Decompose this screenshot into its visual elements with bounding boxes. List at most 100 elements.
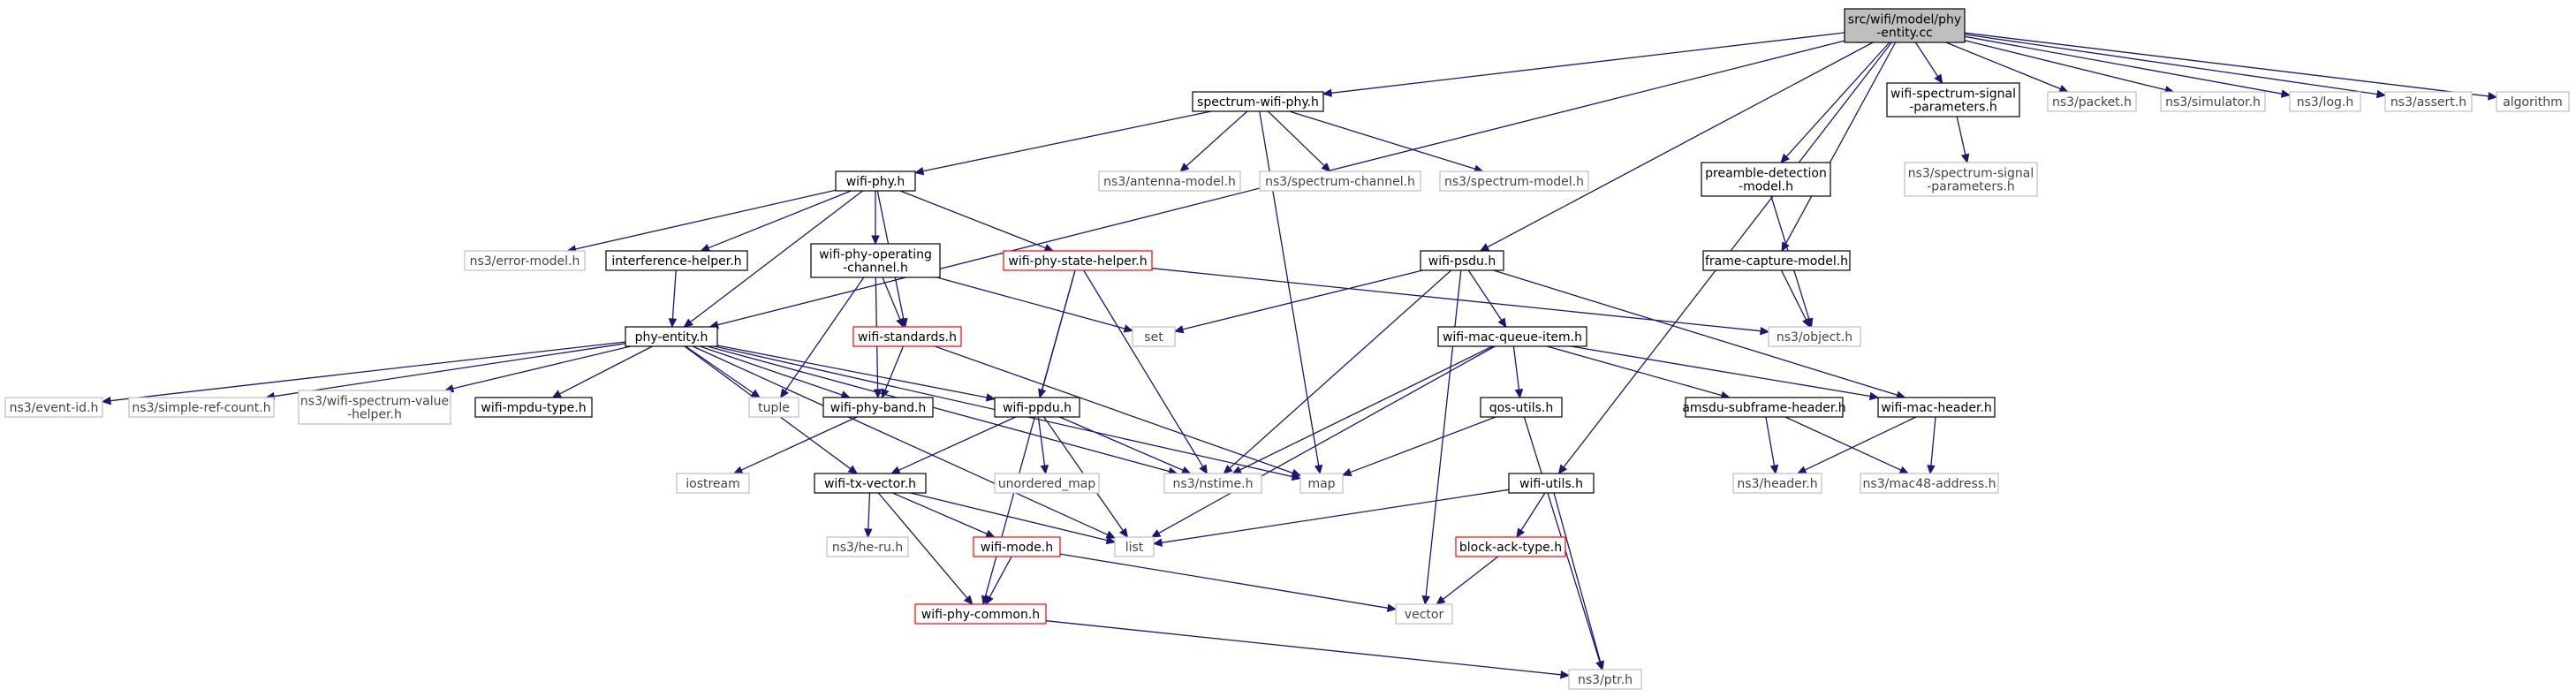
node-interference-helper[interactable]: interference-helper.h (605, 250, 748, 271)
arrowhead-wifi-ppdu-to-list (1118, 527, 1128, 539)
arrowhead-root-to-wifi-psdu (1479, 243, 1490, 252)
arrowhead-wifi-utils-to-ptr (1595, 660, 1605, 671)
node-qos-utils[interactable]: qos-utils.h (1480, 397, 1563, 418)
node-spectrum-channel: ns3/spectrum-channel.h (1259, 170, 1421, 192)
node-wifi-mode[interactable]: wifi-mode.h (973, 536, 1061, 557)
edge-wifi-utils-to-block-ack-type (1520, 492, 1546, 531)
node-spectrum-wifi-phy[interactable]: spectrum-wifi-phy.h (1192, 91, 1324, 112)
edge-wifi-phy-to-phy-entity (690, 190, 863, 323)
node-box-object (1768, 326, 1861, 347)
node-wifi-phy-operating-channel[interactable]: wifi-phy-operating-channel.h (810, 243, 941, 278)
node-wifi-ppdu[interactable]: wifi-ppdu.h (994, 397, 1080, 418)
arrowhead-wifi-phy-to-wifi-phy-state-helper (1043, 244, 1055, 252)
node-box-frame-capture-model (1702, 250, 1851, 271)
node-root[interactable]: src/wifi/model/phy-entity.cc (1844, 8, 1966, 43)
node-label-iostream: iostream (686, 477, 740, 491)
node-event-id: ns3/event-id.h (4, 397, 103, 418)
edge-wifi-mode-to-wifi-phy-common (989, 556, 1012, 598)
node-preamble-detection-model[interactable]: preamble-detection-model.h (1701, 162, 1831, 197)
node-wifi-utils[interactable]: wifi-utils.h (1508, 473, 1595, 494)
edge-wifi-psdu-to-nstime (1229, 269, 1452, 469)
edge-wifi-psdu-to-vector (1425, 269, 1462, 597)
arrowhead-wifi-tx-vector-to-he-ru (864, 528, 873, 539)
node-label-wifi-tx-vector: wifi-tx-vector.h (824, 477, 916, 491)
node-box-wifi-mpdu-type (474, 397, 593, 418)
edge-phy-entity-to-nstime (707, 345, 1170, 473)
node-box-iostream (676, 473, 750, 494)
node-label-object: ns3/object.h (1777, 330, 1852, 345)
node-label-error-model: ns3/error-model.h (470, 254, 580, 269)
node-label-wifi-spectrum-signal-parameters: wifi-spectrum-signal (1890, 87, 2016, 102)
node-assert: ns3/assert.h (2384, 91, 2473, 112)
node-label-header: ns3/header.h (1737, 477, 1817, 491)
node-box-packet (2047, 91, 2137, 112)
node-wifi-phy-band[interactable]: wifi-phy-band.h (822, 397, 934, 418)
arrowhead-root-to-spectrum-wifi-phy (1322, 88, 1332, 97)
node-frame-capture-model[interactable]: frame-capture-model.h (1702, 250, 1851, 271)
arrowhead-wifi-standards-to-map (1291, 468, 1302, 477)
node-wifi-tx-vector[interactable]: wifi-tx-vector.h (814, 473, 927, 494)
arrowhead-wifi-phy-to-phy-entity (683, 318, 693, 328)
node-label-tuple: tuple (758, 401, 790, 415)
node-box-phy-entity (625, 326, 718, 347)
edge-phy-entity-to-tuple (685, 345, 754, 394)
node-wifi-psdu[interactable]: wifi-psdu.h (1420, 250, 1504, 271)
node-wifi-phy-common[interactable]: wifi-phy-common.h (914, 603, 1047, 625)
arrowhead-wifi-spectrum-signal-parameters-to-ns3-spectrum-signal-parameters (1961, 153, 1970, 164)
arrowhead-wifi-ppdu-to-wifi-tx-vector (890, 466, 901, 474)
node-label-assert: ns3/assert.h (2390, 95, 2466, 110)
edge-root-to-wifi-spectrum-signal-parameters (1914, 42, 1939, 77)
node-box-wifi-psdu (1420, 250, 1504, 271)
node-label-root: src/wifi/model/phy (1848, 13, 1961, 27)
arrowhead-root-to-log (2280, 89, 2292, 98)
arrowhead-wifi-phy-common-to-ptr (1560, 670, 1571, 679)
node-wifi-mac-queue-item[interactable]: wifi-mac-queue-item.h (1437, 326, 1587, 347)
node-set: set (1132, 326, 1176, 347)
node-label-phy-entity: phy-entity.h (635, 330, 708, 345)
node-simple-ref-count: ns3/simple-ref-count.h (128, 397, 275, 418)
node-label-wifi-phy-operating-channel: -channel.h (843, 261, 908, 276)
node-header: ns3/header.h (1732, 473, 1822, 494)
node-label-he-ru: ns3/he-ru.h (832, 541, 903, 555)
edge-spectrum-wifi-phy-to-map (1259, 110, 1320, 466)
arrowhead-wifi-phy-operating-channel-to-set (1123, 324, 1134, 333)
node-box-antenna-model (1098, 170, 1241, 192)
node-wifi-phy-state-helper[interactable]: wifi-phy-state-helper.h (1003, 250, 1153, 271)
node-label-list: list (1125, 541, 1144, 555)
edge-block-ack-type-to-vector (1442, 556, 1499, 601)
node-wifi-mpdu-type[interactable]: wifi-mpdu-type.h (474, 397, 593, 418)
edges-layer (101, 32, 2498, 679)
node-wifi-standards[interactable]: wifi-standards.h (852, 326, 962, 347)
arrowhead-root-to-assert (2375, 89, 2387, 99)
edge-wifi-tx-vector-to-he-ru (868, 492, 871, 530)
arrowhead-spectrum-wifi-phy-to-antenna-model (1179, 163, 1190, 172)
node-amsdu-subframe-header[interactable]: amsdu-subframe-header.h (1682, 397, 1846, 418)
node-phy-entity[interactable]: phy-entity.h (625, 326, 718, 347)
edge-interference-helper-to-phy-entity (671, 269, 677, 320)
edge-root-to-wifi-psdu (1487, 42, 1874, 248)
node-label-wifi-mac-header: wifi-mac-header.h (1881, 401, 1992, 415)
node-iostream: iostream (676, 473, 750, 494)
arrowhead-wifi-phy-state-helper-to-nstime (1199, 464, 1208, 475)
edge-spectrum-wifi-phy-to-wifi-phy (922, 110, 1212, 172)
node-label-algorithm: algorithm (2503, 95, 2563, 110)
node-box-nstime (1163, 473, 1262, 494)
edge-phy-entity-to-wifi-spectrum-value-helper (452, 345, 631, 390)
arrowhead-spectrum-wifi-phy-to-spectrum-channel (1321, 162, 1331, 172)
node-block-ack-type[interactable]: block-ack-type.h (1455, 536, 1566, 557)
edge-wifi-phy-to-wifi-phy-state-helper (899, 190, 1046, 249)
edge-spectrum-wifi-phy-to-spectrum-channel (1267, 110, 1325, 167)
edge-wifi-phy-operating-channel-to-wifi-standards (882, 277, 901, 320)
arrowhead-wifi-ppdu-to-unordered_map (1040, 465, 1049, 475)
node-wifi-phy[interactable]: wifi-phy.h (835, 170, 916, 192)
edge-wifi-mac-queue-item-to-list (1158, 345, 1496, 534)
arrowhead-wifi-mode-to-vector (1386, 603, 1398, 612)
node-wifi-spectrum-signal-parameters[interactable]: wifi-spectrum-signal-parameters.h (1886, 82, 2020, 117)
node-box-tuple (748, 397, 799, 418)
arrowhead-block-ack-type-to-vector (1436, 595, 1446, 605)
node-label-vector: vector (1405, 608, 1444, 622)
node-label-frame-capture-model: frame-capture-model.h (1705, 254, 1848, 269)
node-box-preamble-detection-model (1701, 162, 1831, 197)
node-label-spectrum-channel: ns3/spectrum-channel.h (1265, 175, 1415, 189)
node-wifi-mac-header[interactable]: wifi-mac-header.h (1877, 397, 1996, 418)
